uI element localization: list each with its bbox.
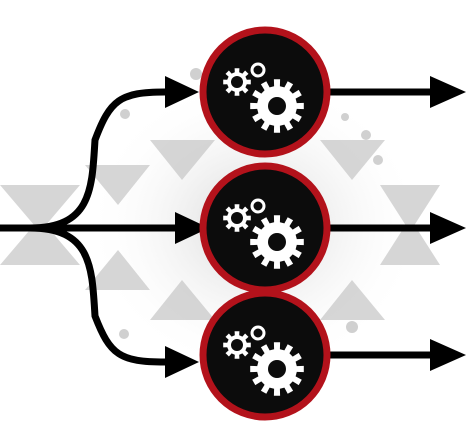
large-gear-icon [250,342,304,396]
medium-gear-icon [223,204,251,232]
process-node-2 [199,162,331,294]
gears-icon [223,62,304,133]
branching-input-arrows [0,88,439,366]
large-gear-icon [250,79,304,133]
medium-gear-icon [223,331,251,359]
process-node-1 [199,26,331,158]
output-arrowhead [430,76,466,108]
medium-gear-icon [223,68,251,96]
input-arrowhead [175,212,209,244]
output-arrowhead [430,339,466,371]
input-arrowhead [165,76,199,108]
process-node-3 [199,289,331,421]
gears-icon [223,198,304,269]
small-gear-icon [250,62,266,78]
gears-icon [223,325,304,396]
large-gear-icon [250,215,304,269]
arrowheads [165,76,466,378]
output-arrowhead [430,212,466,244]
small-gear-icon [250,325,266,341]
input-arrowhead [165,346,199,378]
branch-arrow-top [26,88,169,232]
small-gear-icon [250,198,266,214]
branch-arrow-bottom [26,224,169,366]
